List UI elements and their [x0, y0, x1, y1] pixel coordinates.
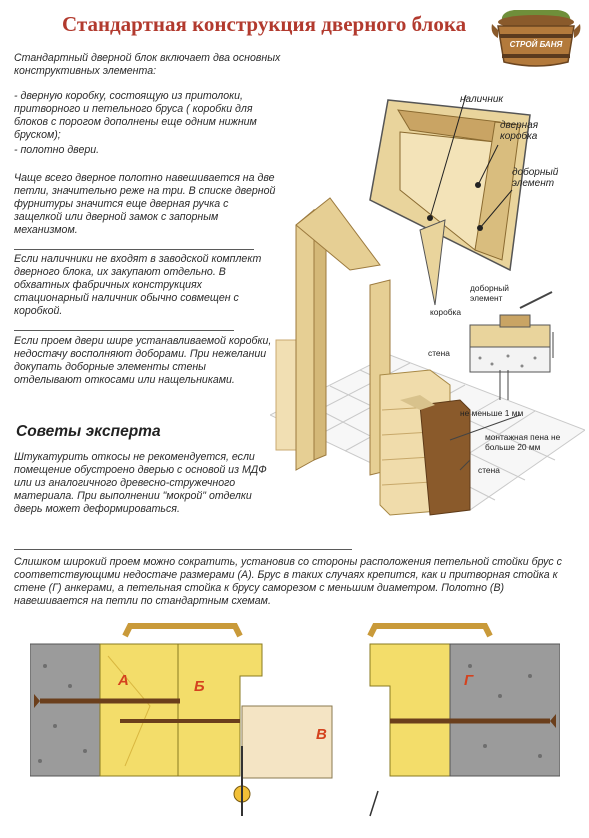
label-nalichnik: наличник: [460, 94, 504, 105]
list-item: - полотно двери.: [14, 144, 100, 156]
component-list: - дверную коробку, состоящую из притолок…: [14, 90, 274, 159]
door-frame-illustration: [270, 94, 585, 516]
page-title: Стандартная конструкция дверного блока: [62, 12, 467, 36]
label-foam: монтажная пена не больше 20 мм: [485, 432, 561, 452]
logo-barrel-icon: [491, 10, 581, 67]
opening-text: Слишком широкий проем можно сократить, у…: [14, 556, 562, 607]
extension-text: Если проем двери шире устанавливаемой ко…: [14, 335, 272, 386]
expert-heading: Советы эксперта: [16, 423, 161, 440]
label-a: А: [118, 672, 129, 689]
expert-text: Штукатурить откосы не рекомендуется, есл…: [14, 451, 267, 515]
list-item: - дверную коробку, состоящую из притолок…: [14, 90, 257, 141]
mounting-diagram: [30, 623, 560, 817]
logo-text: СТРОЙ БАНЯ: [509, 40, 563, 49]
trim-text: Если наличники не входят в заводской ком…: [14, 253, 262, 317]
label-frame-small: коробка: [430, 307, 462, 317]
label-extension-small: доборный элемент: [470, 283, 509, 303]
label-g: Г: [464, 672, 474, 689]
label-door-frame: дверная коробка: [500, 120, 539, 142]
hinges-text: Чаще всего дверное полотно навешивается …: [14, 172, 276, 236]
label-v: В: [316, 726, 327, 743]
divider: [14, 249, 254, 250]
divider: [14, 549, 352, 550]
label-wall-big: стена: [478, 465, 500, 475]
label-wall-small: стена: [428, 348, 450, 358]
label-b: Б: [194, 678, 205, 695]
label-extension: доборный элемент: [512, 167, 559, 189]
label-min-gap: не меньше 1 мм: [460, 408, 524, 418]
intro-text: Стандартный дверной блок включает два ос…: [14, 52, 281, 77]
divider: [14, 330, 234, 331]
logo: СТРОЙ БАНЯ: [488, 4, 584, 74]
